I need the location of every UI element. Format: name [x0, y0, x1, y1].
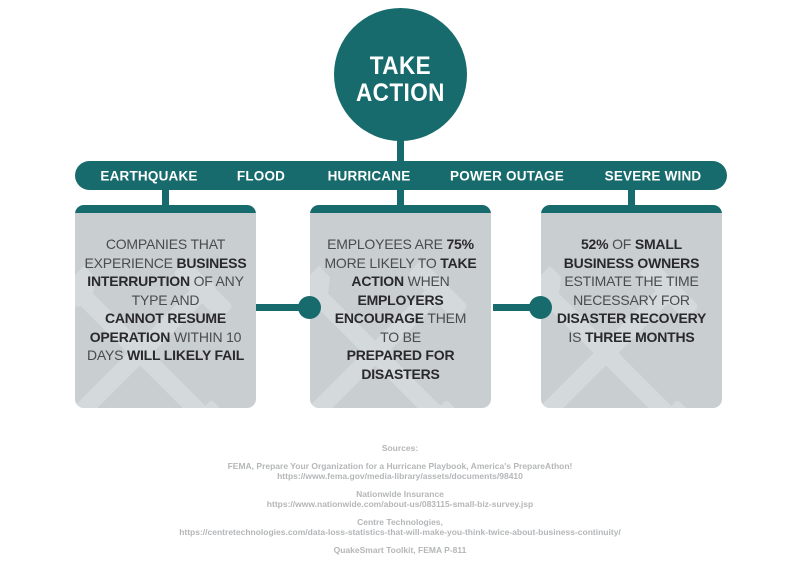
card-text-line: NECESSARY FOR	[549, 291, 714, 310]
hazard-category-bar: EARTHQUAKE FLOOD HURRICANE POWER OUTAGE SEVE…	[75, 161, 727, 190]
card-text-line: EMPLOYEES ARE 75%	[318, 235, 483, 254]
category-label-earthquake: EARTHQUAKE	[100, 168, 198, 183]
card-text-regular: IS	[568, 328, 585, 345]
crossed-tools-watermark-icon	[541, 261, 698, 408]
card-text-bold: EMPLOYERS	[357, 291, 444, 308]
source-url: https://www.fema.gov/media-library/asset…	[277, 471, 523, 481]
card-text-bold: OPERATION	[89, 328, 171, 345]
card-text-line: ESTIMATE THE TIME	[549, 272, 714, 291]
card-text-bold: ENCOURAGE	[334, 310, 424, 326]
card-text-regular: COMPANIES THAT	[105, 236, 226, 252]
bar-to-card-connector	[397, 186, 404, 206]
sources-list: FEMA, Prepare Your Organization for a Hu…	[0, 461, 800, 555]
take-action-circle: TAKE ACTION	[334, 8, 467, 141]
sources-section: Sources: FEMA, Prepare Your Organization…	[0, 443, 800, 563]
card-to-card-connector	[493, 304, 541, 311]
card-text-bold: CANNOT RESUME	[104, 310, 227, 326]
source-url: https://www.nationwide.com/about-us/0831…	[266, 499, 534, 509]
card-text-regular: ESTIMATE THE TIME	[564, 273, 699, 289]
card-text-line: DISASTER RECOVERY	[549, 309, 714, 328]
card-top-accent	[75, 205, 256, 213]
card-text-line: OPERATION WITHIN 10	[83, 328, 248, 347]
card-to-card-connector	[256, 304, 310, 311]
card-text-regular: TYPE AND	[131, 291, 200, 308]
card-text-regular: WHEN	[403, 273, 450, 289]
card-text-regular: OF ANY	[189, 273, 244, 289]
category-label-flood: FLOOD	[236, 168, 286, 183]
card-text-regular: THEM	[423, 310, 467, 326]
card-text-bold: PREPARED FOR	[346, 347, 455, 363]
card-text-line: INTERRUPTION OF ANY	[83, 272, 248, 291]
source-name: QuakeSmart Toolkit, FEMA P-811	[333, 545, 467, 555]
source-name: Centre Technologies,	[357, 517, 443, 527]
bar-to-card-connector	[162, 186, 169, 206]
connector-dot	[529, 296, 552, 319]
card-text-bold: DISASTER RECOVERY	[556, 310, 707, 326]
card-text-line: TYPE AND	[83, 291, 248, 310]
card-text-regular: EXPERIENCE	[84, 254, 177, 271]
card-text-regular: DAYS	[86, 347, 127, 363]
card-text-bold: THREE MONTHS	[584, 328, 695, 345]
card-text-line: DISASTERS	[318, 365, 483, 384]
take-action-title-line1: TAKE	[369, 51, 432, 80]
card-text-line: ENCOURAGE THEM	[318, 309, 483, 328]
card-top-accent	[541, 205, 722, 213]
source-entry: Centre Technologies,https://centretechno…	[0, 517, 800, 537]
card-text-line: COMPANIES THAT	[83, 235, 248, 254]
card-text-bold: BUSINESS OWNERS	[563, 254, 700, 271]
circle-to-bar-connector	[397, 138, 404, 164]
card-text-bold: BUSINESS	[176, 254, 247, 271]
take-action-title: TAKE ACTION	[356, 43, 445, 107]
category-label-power-outage: POWER OUTAGE	[450, 168, 564, 183]
card-text-regular: NECESSARY FOR	[573, 291, 690, 308]
crossed-tools-watermark-icon	[310, 261, 467, 408]
card-text-regular: TO BE	[380, 328, 421, 345]
card-top-accent	[310, 205, 491, 213]
card-text-line: 52% OF SMALL	[549, 235, 714, 254]
card-text-line: MORE LIKELY TO TAKE	[318, 254, 483, 273]
card-text-regular: MORE LIKELY TO	[324, 254, 441, 271]
card-text-bold: INTERRUPTION	[87, 273, 190, 289]
card-text-line: EXPERIENCE BUSINESS	[83, 254, 248, 273]
take-action-title-line2: ACTION	[356, 78, 445, 107]
category-label-hurricane: HURRICANE	[327, 168, 411, 183]
card-text-bold: ACTION	[351, 273, 404, 289]
card-text-line: PREPARED FOR	[318, 346, 483, 365]
card-text-line: CANNOT RESUME	[83, 309, 248, 328]
source-name: Nationwide Insurance	[356, 489, 444, 499]
card-text-line: ACTION WHEN	[318, 272, 483, 291]
sources-title: Sources:	[381, 443, 419, 453]
card-text-bold: TAKE	[440, 254, 477, 271]
source-entry: QuakeSmart Toolkit, FEMA P-811	[0, 545, 800, 555]
source-name: FEMA, Prepare Your Organization for a Hu…	[227, 461, 573, 471]
connector-dot	[298, 296, 321, 319]
card-text-regular: EMPLOYEES ARE	[327, 236, 447, 252]
bar-to-card-connector	[628, 186, 635, 206]
source-url: https://centretechnologies.com/data-loss…	[179, 527, 621, 537]
card-text-bold: DISASTERS	[361, 365, 440, 382]
card-text-line: IS THREE MONTHS	[549, 328, 714, 347]
card-text-line: BUSINESS OWNERS	[549, 254, 714, 273]
card-text-line: TO BE	[318, 328, 483, 347]
card-text-line: DAYS WILL LIKELY FAIL	[83, 346, 248, 365]
source-entry: FEMA, Prepare Your Organization for a Hu…	[0, 461, 800, 481]
card-text-bold: WILL LIKELY FAIL	[126, 347, 245, 363]
card-text-bold: SMALL	[634, 236, 683, 252]
crossed-tools-watermark-icon	[75, 261, 232, 408]
card-text-line: EMPLOYERS	[318, 291, 483, 310]
category-label-severe-wind: SEVERE WIND	[604, 168, 702, 183]
card-text-bold: 52%	[580, 236, 609, 252]
card-text-regular: OF	[608, 236, 635, 252]
card-text-regular: WITHIN 10	[170, 328, 242, 345]
card-text-bold: 75%	[446, 236, 474, 252]
